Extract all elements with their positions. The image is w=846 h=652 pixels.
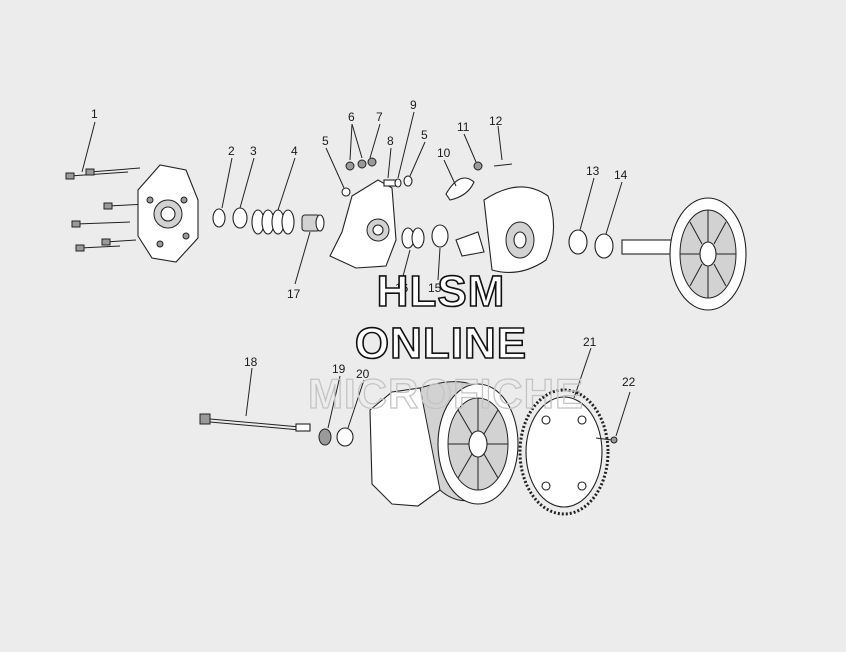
callout-5-left: 5: [322, 134, 329, 148]
nut-part: [473, 161, 483, 171]
fixed-sheave: [621, 197, 747, 311]
watermark-line-1: HLSM: [377, 267, 506, 316]
bearing-part: [568, 229, 588, 255]
callout-6: 6: [348, 110, 355, 124]
watermark: HLSM ONLINE MICROFICHE: [307, 266, 584, 417]
leader-lines: [81, 111, 631, 437]
long-bolt-part: [199, 413, 311, 432]
callout-9: 9: [410, 98, 417, 112]
moveable-sheave: [455, 186, 555, 273]
callout-12: 12: [489, 114, 503, 128]
callout-5-right: 5: [421, 128, 428, 142]
callout-19: 19: [332, 362, 346, 376]
spider-part: [329, 179, 397, 269]
washer-part: [212, 208, 226, 228]
callout-13: 13: [586, 164, 600, 178]
washer-part: [318, 428, 332, 446]
callout-18: 18: [244, 355, 258, 369]
callout-4: 4: [291, 144, 298, 158]
ring-part: [411, 227, 425, 249]
ring-gear: [518, 388, 610, 516]
watermark-line-3: MICROFICHE: [308, 370, 584, 417]
callout-14: 14: [614, 168, 628, 182]
callout-20: 20: [356, 367, 370, 381]
spring-part: [251, 209, 295, 235]
ring-part: [594, 233, 614, 259]
bolt-part: [493, 163, 513, 167]
spacer-part: [336, 427, 354, 447]
callout-labels: 1 2 3 4 5 5 6 7 8 9 10 11 12 13 14 15 16…: [91, 98, 636, 389]
callout-11: 11: [457, 120, 470, 134]
callout-7: 7: [376, 110, 383, 124]
weight-part: [445, 177, 475, 201]
small-hardware: [341, 157, 413, 197]
callout-1: 1: [91, 107, 98, 121]
callout-2: 2: [228, 144, 235, 158]
callout-22: 22: [622, 375, 636, 389]
watermark-line-2: ONLINE: [355, 319, 527, 368]
callout-17: 17: [287, 287, 301, 301]
callout-16: 16: [395, 281, 409, 295]
screw-part: [595, 436, 618, 444]
assembled-clutch: [369, 381, 519, 507]
callout-21: 21: [583, 335, 597, 349]
callout-8: 8: [387, 134, 394, 148]
callout-15: 15: [428, 281, 442, 295]
seal-part: [431, 224, 449, 248]
callout-10: 10: [437, 146, 451, 160]
callout-3: 3: [250, 144, 257, 158]
bolts-group: [65, 167, 149, 252]
ring-part: [232, 207, 248, 229]
clutch-cover: [137, 164, 199, 263]
bushing-part: [301, 214, 325, 232]
